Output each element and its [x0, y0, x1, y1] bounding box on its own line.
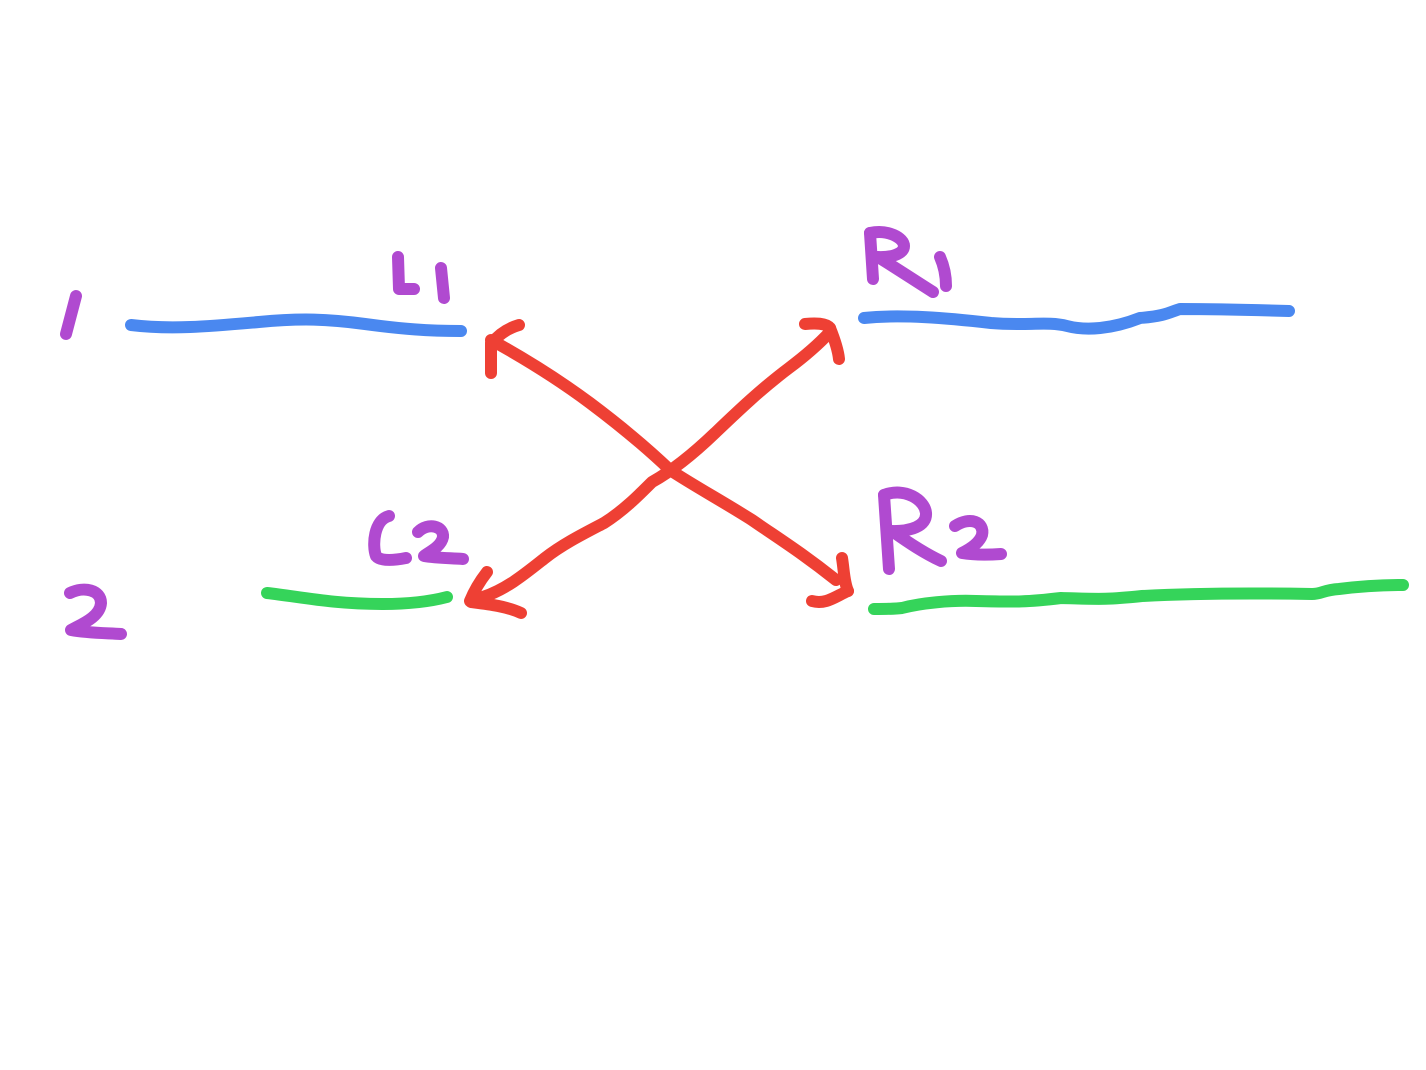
label-r2: [878, 486, 1007, 575]
label-r1: [864, 226, 952, 298]
line-1-right: [858, 303, 1295, 335]
line-1-left: [125, 313, 467, 337]
label-l2: [368, 510, 469, 566]
arrow-l2-r1: [464, 317, 845, 619]
label-l1: [392, 251, 450, 304]
line-2-right: [868, 579, 1409, 615]
label-row-2: [64, 583, 127, 640]
label-row-1: [60, 290, 82, 340]
line-2-left: [261, 587, 453, 610]
